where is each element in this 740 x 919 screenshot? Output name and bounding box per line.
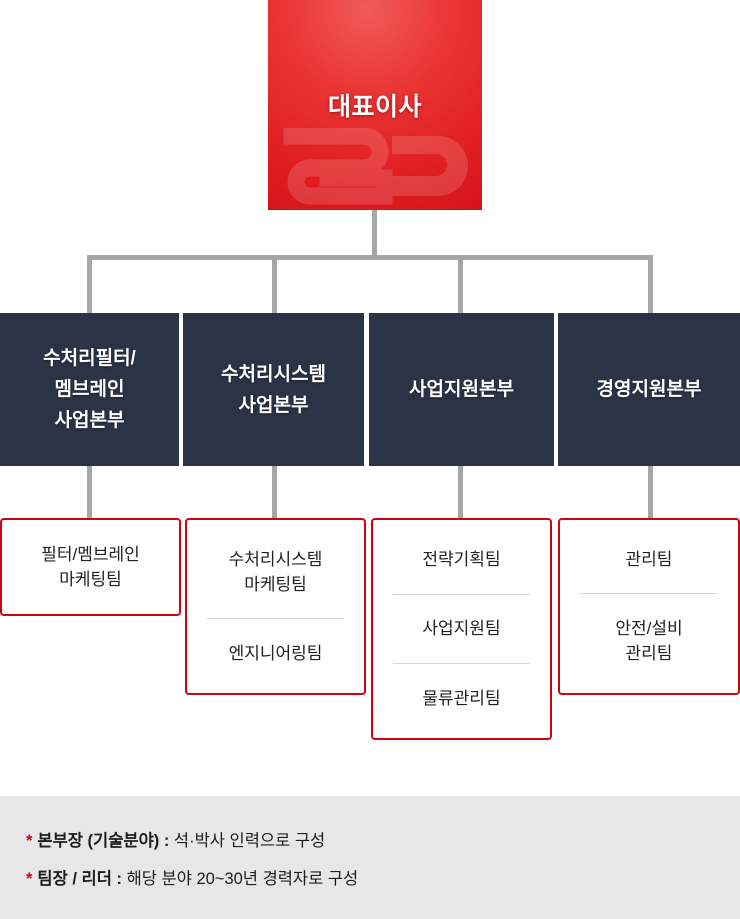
team-box-3[interactable]: 전략기획팀 사업지원팀 물류관리팀 xyxy=(371,518,552,740)
connector-stub-team-4 xyxy=(648,466,653,518)
company-logo-watermark xyxy=(283,128,468,205)
connector-stub-team-1 xyxy=(87,466,92,518)
connector-horizontal-bus xyxy=(87,255,653,260)
footnote-panel: *본부장 (기술분야) : 석·박사 인력으로 구성 *팀장 / 리더 : 해당… xyxy=(0,796,740,919)
ceo-circle-gradient xyxy=(268,0,482,210)
footnote-line-1: *본부장 (기술분야) : 석·박사 인력으로 구성 xyxy=(26,822,740,860)
footnote-label-1: 본부장 (기술분야) : xyxy=(37,832,170,850)
team-item: 수처리시스템 마케팅팀 xyxy=(228,550,323,595)
footnote-label-2: 팀장 / 리더 : xyxy=(37,870,122,888)
division-label-4: 경영지원본부 xyxy=(596,379,702,400)
team-item: 전략기획팀 xyxy=(422,550,501,570)
team-separator xyxy=(580,593,718,595)
team-item: 필터/멤브레인 마케팅팀 xyxy=(41,545,140,589)
team-item: 엔지니어링팀 xyxy=(228,643,323,663)
division-box-1[interactable]: 수처리필터/ 멤브레인 사업본부 xyxy=(0,313,179,466)
ceo-node[interactable]: 대표이사 xyxy=(268,0,482,210)
footnote-line-2: *팀장 / 리더 : 해당 분야 20~30년 경력자로 구성 xyxy=(26,860,740,898)
division-label-1: 수처리필터/ 멤브레인 사업본부 xyxy=(43,348,136,431)
ceo-label: 대표이사 xyxy=(327,93,422,121)
team-item: 물류관리팀 xyxy=(422,688,501,708)
connector-drop-division-2 xyxy=(272,255,277,313)
team-separator xyxy=(393,663,530,665)
division-box-4[interactable]: 경영지원본부 xyxy=(558,313,740,466)
asterisk-icon: * xyxy=(26,832,33,850)
team-item: 사업지원팀 xyxy=(422,619,501,639)
team-separator xyxy=(393,593,530,595)
division-box-2[interactable]: 수처리시스템 사업본부 xyxy=(183,313,364,466)
division-label-2: 수처리시스템 사업본부 xyxy=(221,363,326,416)
footnote-text-2: 해당 분야 20~30년 경력자로 구성 xyxy=(121,870,359,888)
asterisk-icon: * xyxy=(26,870,33,888)
connector-ceo-stem xyxy=(372,210,377,257)
connector-stub-team-2 xyxy=(272,466,277,518)
team-separator xyxy=(207,618,344,620)
team-box-1[interactable]: 필터/멤브레인 마케팅팀 xyxy=(0,518,181,616)
connector-drop-division-3 xyxy=(458,255,463,313)
division-label-3: 사업지원본부 xyxy=(409,379,514,400)
team-item: 관리팀 xyxy=(625,550,673,570)
team-item: 안전/설비 관리팀 xyxy=(615,618,683,663)
connector-drop-division-1 xyxy=(87,255,92,313)
team-box-2[interactable]: 수처리시스템 마케팅팀 엔지니어링팀 xyxy=(185,518,366,695)
connector-drop-division-4 xyxy=(648,255,653,313)
connector-stub-team-3 xyxy=(458,466,463,518)
team-box-4[interactable]: 관리팀 안전/설비 관리팀 xyxy=(558,518,740,695)
division-box-3[interactable]: 사업지원본부 xyxy=(369,313,554,466)
footnote-text-1: 석·박사 인력으로 구성 xyxy=(169,832,326,850)
